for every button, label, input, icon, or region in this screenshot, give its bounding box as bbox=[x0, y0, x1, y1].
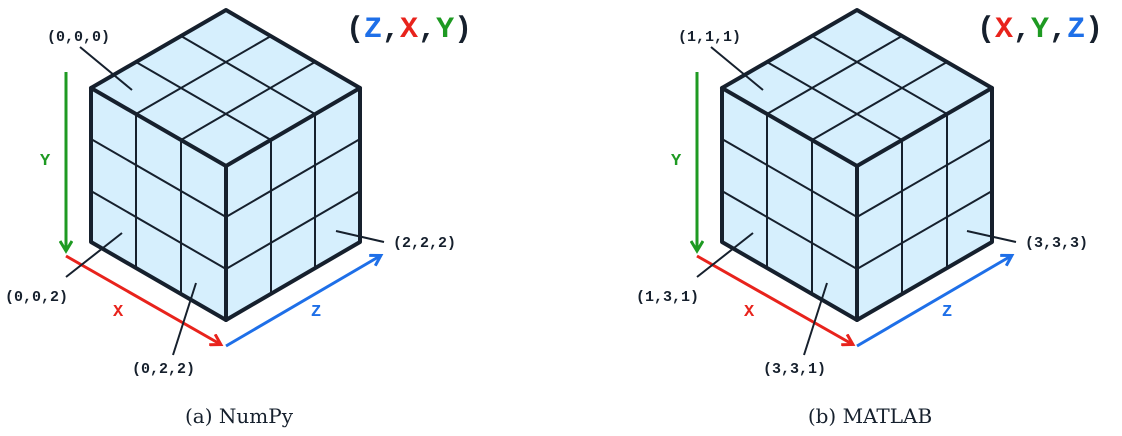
corner-right-coord-label: (3,3,3) bbox=[1025, 235, 1088, 252]
cube-left-face bbox=[91, 88, 226, 320]
axis-order-open: ( bbox=[977, 13, 995, 47]
axis-order-2: X bbox=[400, 13, 418, 47]
corner-left-coord-label: (0,0,2) bbox=[5, 289, 68, 306]
origin-coord-label: (1,1,1) bbox=[678, 29, 741, 46]
label-leaders bbox=[696, 46, 1017, 356]
x-axis-arrow bbox=[65, 254, 220, 344]
panel-numpy: Y X Z (0,0,0) (0,0,2) (0,2,2) (2,2,2) (Z… bbox=[5, 8, 472, 428]
cube-grid bbox=[721, 35, 993, 295]
z-axis-arrow bbox=[225, 256, 380, 348]
cube-right-face bbox=[857, 88, 992, 320]
y-axis-label: Y bbox=[40, 152, 51, 171]
cube-outline bbox=[89, 8, 362, 322]
axis-order-2: Y bbox=[1031, 13, 1049, 47]
axis-order-3: Z bbox=[1067, 13, 1085, 47]
axis-order-sep: , bbox=[382, 13, 400, 47]
cube-right-face bbox=[226, 88, 360, 320]
axis-order-close: ) bbox=[1085, 13, 1103, 47]
z-axis-arrow bbox=[856, 256, 1011, 348]
axis-order-1: Z bbox=[364, 13, 382, 47]
axis-order-1: X bbox=[995, 13, 1013, 47]
cube-grid bbox=[90, 35, 361, 295]
corner-bottom-coord-label: (0,2,2) bbox=[132, 361, 195, 378]
y-axis-label: Y bbox=[671, 152, 682, 171]
corner-left-coord-label: (1,3,1) bbox=[636, 289, 699, 306]
z-axis-label: Z bbox=[311, 303, 321, 322]
panel-caption: (a) NumPy bbox=[185, 404, 294, 428]
origin-coord-label: (0,0,0) bbox=[47, 29, 110, 46]
axis-order-sep: , bbox=[1013, 13, 1031, 47]
cube bbox=[720, 8, 994, 322]
axis-order-label: (Z,X,Y) bbox=[346, 13, 472, 47]
x-axis-label: X bbox=[113, 303, 124, 322]
corner-bottom-coord-label: (3,3,1) bbox=[763, 361, 826, 378]
panel-matlab: Y X Z (1,1,1) (1,3,1) (3,3,1) (3,3,3) (X… bbox=[636, 8, 1103, 428]
cube-outline bbox=[720, 8, 994, 322]
axis-order-3: Y bbox=[436, 13, 454, 47]
panel-caption: (b) MATLAB bbox=[808, 404, 932, 428]
axis-order-sep: , bbox=[418, 13, 436, 47]
label-leaders bbox=[65, 46, 385, 356]
x-axis-label: X bbox=[744, 303, 755, 322]
corner-right-coord-label: (2,2,2) bbox=[393, 235, 456, 252]
axis-order-label: (X,Y,Z) bbox=[977, 13, 1103, 47]
cube bbox=[89, 8, 362, 322]
axis-order-sep: , bbox=[1049, 13, 1067, 47]
x-axis-arrow bbox=[696, 254, 852, 344]
z-axis-label: Z bbox=[942, 303, 952, 322]
cube-left-face bbox=[722, 88, 857, 320]
axis-order-close: ) bbox=[454, 13, 472, 47]
axis-order-open: ( bbox=[346, 13, 364, 47]
